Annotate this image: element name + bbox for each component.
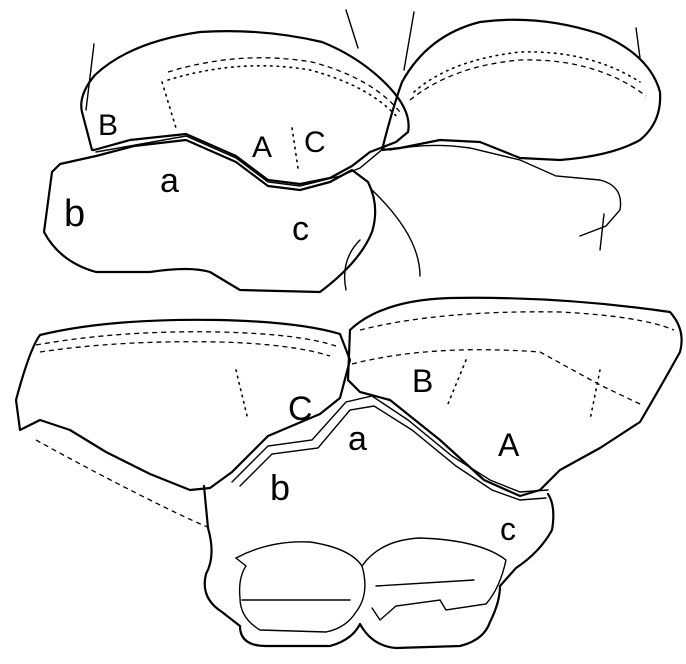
top-right-tooth-base — [390, 145, 621, 236]
top-upper-right-inner-dashed — [410, 60, 646, 100]
top-root-line-4 — [636, 28, 640, 58]
top-lower-right-root-2 — [345, 240, 360, 290]
bottom-upper-right-dotted-2 — [590, 370, 600, 420]
top-label-B: B — [98, 109, 118, 142]
bottom-label-C: C — [288, 390, 313, 428]
top-right-root — [600, 214, 604, 250]
bottom-label-c: c — [500, 511, 516, 547]
bottom-panel: C B A a b c — [16, 298, 682, 648]
top-upper-right-inner-dotted — [414, 52, 640, 92]
bottom-label-b: b — [270, 467, 290, 508]
bottom-lower-root-midline-2 — [376, 580, 474, 586]
bottom-upper-right-dotted — [448, 360, 466, 404]
bottom-lower-root-left — [236, 542, 365, 632]
top-label-c: c — [292, 210, 309, 248]
top-upper-left-crown — [81, 31, 408, 184]
bottom-upper-left-inner-dashed — [40, 342, 330, 356]
top-label-C: C — [304, 126, 326, 159]
top-lower-tooth — [44, 140, 375, 292]
bottom-upper-left-lower-dashed — [36, 440, 210, 528]
top-lower-right-root — [372, 190, 420, 276]
bottom-upper-right-dashed-2 — [352, 350, 640, 404]
top-root-line-2 — [346, 10, 358, 48]
bottom-label-a: a — [348, 420, 367, 458]
bottom-label-B: B — [412, 363, 433, 399]
top-upper-left-inner-dotted — [168, 66, 398, 118]
top-panel: B A C a b c — [44, 10, 660, 292]
top-label-a: a — [160, 162, 179, 200]
bottom-upper-left-outer-dashed — [36, 332, 336, 346]
bottom-upper-left-dotted — [236, 370, 248, 420]
top-root-line-3 — [404, 12, 414, 70]
top-lower-contact-line — [96, 136, 384, 186]
top-cusp-divider-2 — [292, 128, 298, 168]
bottom-label-A: A — [498, 427, 520, 463]
bottom-lower-root-right — [362, 538, 506, 620]
top-label-b: b — [64, 193, 85, 235]
top-upper-right-crown — [382, 20, 660, 160]
top-cusp-divider-1 — [162, 82, 176, 128]
bottom-upper-right-crown — [348, 298, 682, 496]
bottom-upper-right-dashed — [360, 312, 674, 330]
top-label-A: A — [252, 131, 272, 164]
